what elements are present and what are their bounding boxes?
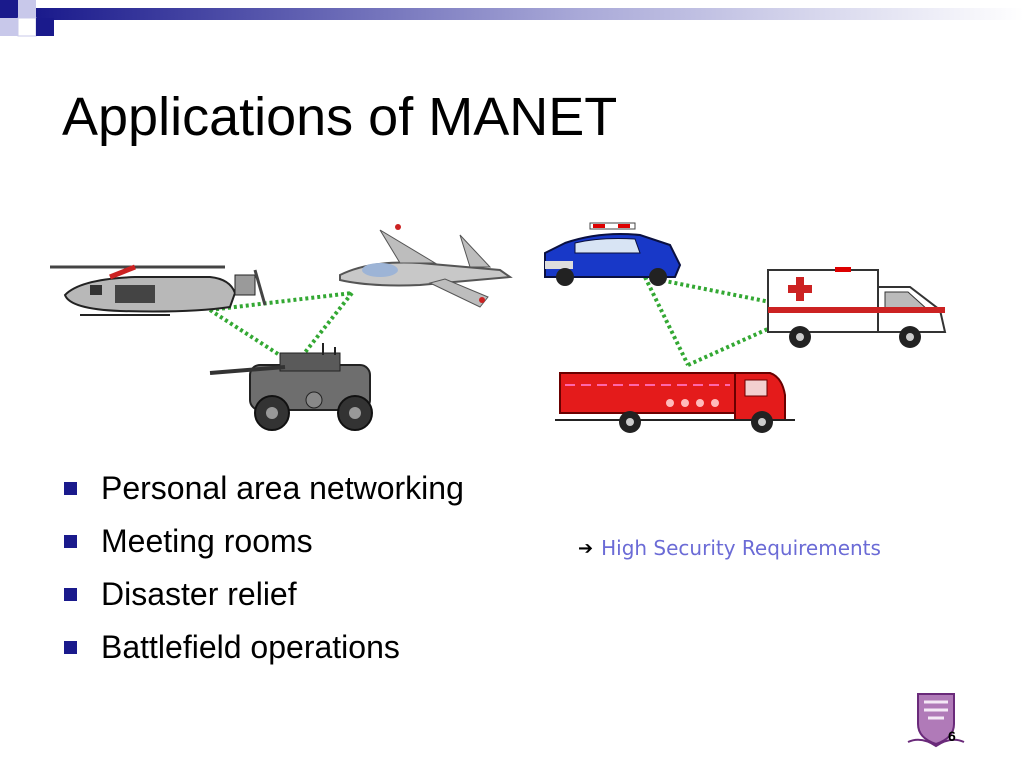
armored-vehicle-icon — [209, 343, 373, 431]
bullet-item: Disaster relief — [64, 568, 464, 621]
callout-text: High Security Requirements — [601, 536, 881, 560]
link-lines — [208, 275, 811, 367]
bullet-marker — [64, 641, 77, 654]
manet-illustration — [50, 222, 947, 433]
page-title: Applications of MANET — [62, 87, 618, 147]
header-decoration — [0, 0, 1024, 37]
bullet-marker — [64, 588, 77, 601]
bullet-item: Meeting rooms — [64, 515, 464, 568]
bullet-list: Personal area networking Meeting rooms D… — [64, 462, 464, 674]
bullet-marker — [64, 482, 77, 495]
security-callout: ➔ High Security Requirements — [578, 536, 881, 560]
jet-fighter-icon — [339, 224, 513, 308]
right-arrow-icon: ➔ — [578, 537, 594, 559]
bullet-item: Battlefield operations — [64, 621, 464, 674]
helicopter-icon — [50, 264, 267, 316]
page-number: 6 — [948, 728, 956, 744]
bullet-item: Personal area networking — [64, 462, 464, 515]
bullet-marker — [64, 535, 77, 548]
ambulance-icon — [767, 267, 947, 348]
police-car-icon — [544, 222, 682, 286]
fire-truck-icon — [555, 372, 795, 433]
university-crest-icon — [907, 693, 965, 748]
